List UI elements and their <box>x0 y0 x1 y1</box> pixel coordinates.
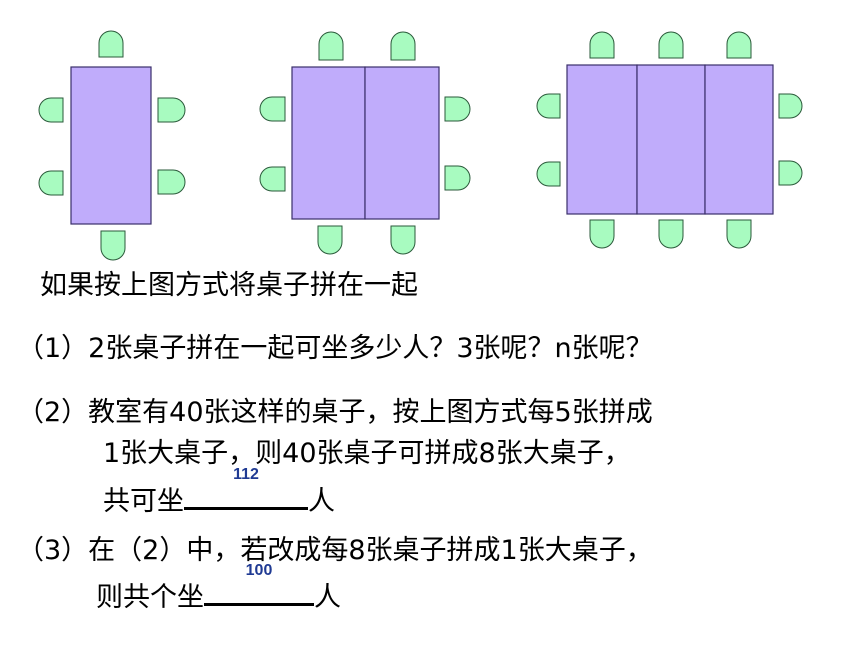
seat-left <box>38 170 64 196</box>
table-arrangement-diagram <box>38 30 803 261</box>
question-2-answer-blank: 112 <box>184 466 308 510</box>
seat-top <box>318 31 344 61</box>
question-3-line-1: （3）在（2）中，若改成每8张桌子拼成1张大桌子， <box>17 535 653 566</box>
question-2-line-1: （2）教室有40张这样的桌子，按上图方式每5张拼成 <box>17 397 653 428</box>
seat-right <box>444 96 471 122</box>
question-2-answer: 112 <box>233 466 259 483</box>
question-2-line-3: 共可坐 112 人 <box>103 466 335 518</box>
question-2-line-2: 1张大桌子，则40张桌子可拼成8张大桌子， <box>103 438 631 469</box>
seat-bottom <box>100 230 126 261</box>
question-3-answer-blank: 100 <box>204 562 314 606</box>
seat-top <box>589 31 615 59</box>
question-3-suffix: 人 <box>314 582 341 613</box>
seat-left <box>259 96 286 122</box>
seat-left <box>536 93 561 119</box>
seat-bottom <box>589 219 615 249</box>
question-3-line-2: 则共个坐 100 人 <box>96 562 341 614</box>
seat-right <box>157 97 186 123</box>
question-2-prefix: 共可坐 <box>103 486 184 517</box>
seat-right <box>778 93 803 119</box>
intro-text: 如果按上图方式将桌子拼在一起 <box>40 270 418 301</box>
seat-bottom <box>658 219 684 249</box>
seat-top <box>98 30 124 58</box>
seat-left <box>259 166 286 192</box>
seat-top <box>726 31 752 59</box>
table <box>364 66 440 220</box>
figure-1-tables <box>38 30 186 261</box>
question-1: （1）2张桌子拼在一起可坐多少人？3张呢？n张呢？ <box>17 333 653 364</box>
question-3-prefix: 则共个坐 <box>96 582 204 613</box>
table <box>566 64 638 215</box>
question-2-suffix: 人 <box>308 486 335 517</box>
seat-right <box>444 165 471 191</box>
table <box>636 64 706 215</box>
table <box>291 66 366 220</box>
seat-left <box>536 161 561 187</box>
seat-top <box>658 31 684 59</box>
seat-right <box>157 169 186 195</box>
figure-3-tables <box>536 31 803 249</box>
question-3-answer: 100 <box>245 562 273 579</box>
figure-2-tables <box>259 31 471 255</box>
seat-left <box>38 97 64 123</box>
seat-bottom <box>390 225 416 255</box>
seat-bottom <box>317 225 343 255</box>
table <box>704 64 774 215</box>
seat-top <box>390 31 416 61</box>
seat-bottom <box>726 219 752 249</box>
seat-right <box>778 160 803 186</box>
table <box>70 66 152 225</box>
